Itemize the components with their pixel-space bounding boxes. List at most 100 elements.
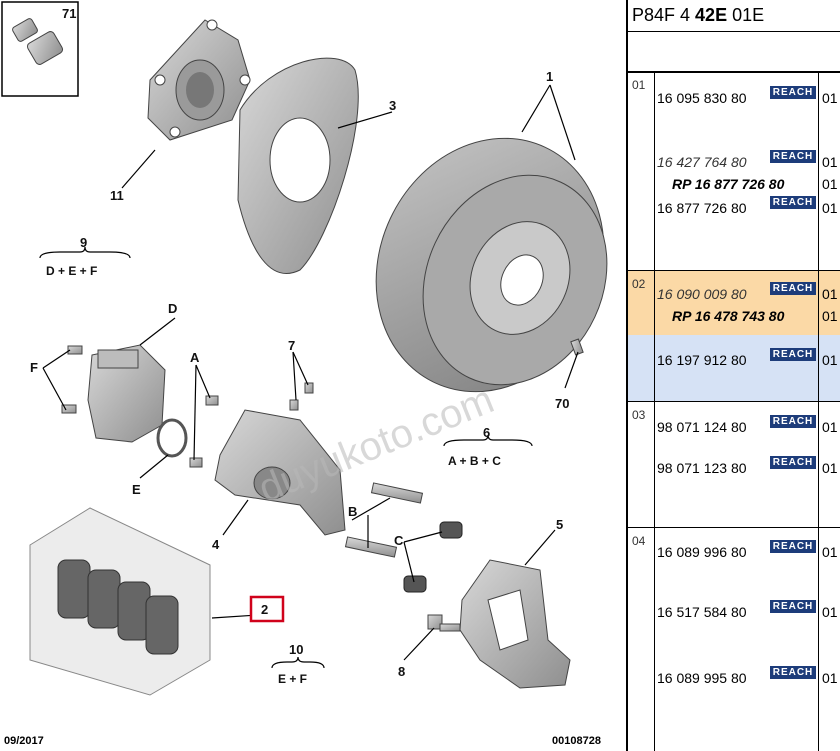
part-quantity: 01 [822,200,838,216]
part-quantity: 01 [822,308,838,324]
part-reference[interactable]: 16 427 764 80 [657,154,747,170]
part-11-hub-carrier[interactable] [147,19,251,141]
part-71-bolt[interactable] [1,1,79,97]
part-4-caliper[interactable] [214,409,346,536]
label-8: 8 [398,664,405,679]
reach-badge: REACH [770,150,816,163]
column-divider [818,402,819,527]
part-reference[interactable]: 16 197 912 80 [657,352,747,368]
part-quantity: 01 [822,670,838,686]
part-8-bolt[interactable] [427,614,461,632]
column-divider [818,271,819,401]
label-D: D [168,301,177,316]
group-braces [39,246,533,669]
column-divider [654,402,655,527]
part-reference[interactable]: 98 071 123 80 [657,460,747,476]
part-group-03: 03 98 071 124 80 REACH 01 98 071 123 80 REACH… [628,401,840,527]
label-9: 9 [80,235,87,250]
leader-lines [42,84,579,661]
row-highlight [628,335,840,401]
label-10: 10 [289,642,303,657]
label-3: 3 [389,98,396,113]
part-E-seal-ring[interactable] [156,418,188,458]
footer-ref: 00108728 [552,735,601,747]
part-F-screws[interactable] [61,345,83,414]
part-reference[interactable]: 16 089 996 80 [657,544,747,560]
group-number: 02 [632,277,646,291]
label-B: B [348,504,357,519]
group-6-members: A + B + C [448,454,501,468]
part-reference[interactable]: RP 16 478 743 80 [672,308,785,324]
label-70: 70 [555,396,569,411]
part-2-brake-pads[interactable] [29,507,211,696]
label-7: 7 [288,338,295,353]
label-71: 71 [62,6,76,21]
column-divider [654,271,655,401]
reach-badge: REACH [770,282,816,295]
part-quantity: 01 [822,176,838,192]
part-quantity: 01 [822,90,838,106]
exploded-parts-diagram: 71 1 3 11 9 D + E + F D F A 7 70 6 A + B… [1,1,626,696]
parts-list-panel: P84F 4 42E 01E 01 16 095 830 80 REACH 01 16 … [626,0,840,751]
column-divider [654,72,655,270]
label-C: C [394,533,404,548]
part-70-screw[interactable] [570,338,584,356]
label-2: 2 [261,602,268,617]
panel-header: P84F 4 42E 01E [628,0,840,32]
header-code-prefix: P84F 4 [632,5,696,25]
part-A-bolts[interactable] [189,395,219,468]
reach-badge: REACH [770,415,816,428]
part-quantity: 01 [822,604,838,620]
part-quantity: 01 [822,352,838,368]
part-reference[interactable]: 98 071 124 80 [657,419,747,435]
reach-badge: REACH [770,600,816,613]
part-D-caliper-body[interactable] [87,344,166,443]
label-2-box[interactable]: 2 [249,595,285,623]
part-group-02: 02 16 090 009 80 REACH 01 RP 16 478 743 80 01… [628,270,840,401]
reach-badge: REACH [770,196,816,209]
group-number: 04 [632,534,646,548]
header-code-suffix: 01E [727,5,765,25]
group-number: 03 [632,408,646,422]
part-quantity: 01 [822,460,838,476]
reach-badge: REACH [770,86,816,99]
part-reference[interactable]: 16 090 009 80 [657,286,747,302]
column-divider [818,72,819,270]
part-group-01: 01 16 095 830 80 REACH 01 16 427 764 80 REACH… [628,71,840,270]
group-10-members: E + F [278,672,307,686]
part-1-brake-disc[interactable] [335,101,626,430]
part-reference[interactable]: 16 517 584 80 [657,604,747,620]
part-5-caliper-bracket[interactable] [459,559,571,689]
reach-badge: REACH [770,456,816,469]
part-reference[interactable]: 16 089 995 80 [657,670,747,686]
column-divider [654,528,655,751]
part-reference[interactable]: RP 16 877 726 80 [672,176,785,192]
part-C-boots[interactable] [403,521,463,593]
part-7-bleed-screws[interactable] [289,382,314,411]
part-reference[interactable]: 16 095 830 80 [657,90,747,106]
part-group-04: 04 16 089 996 80 REACH 01 16 517 584 80 REACH… [628,527,840,751]
part-B-guide-pins[interactable] [344,482,424,558]
label-A: A [190,350,200,365]
label-6: 6 [483,425,490,440]
part-quantity: 01 [822,286,838,302]
label-1: 1 [546,69,553,84]
reach-badge: REACH [770,666,816,679]
label-11: 11 [110,188,124,203]
part-3-splash-shield[interactable] [237,57,359,274]
row-highlight [628,271,840,335]
group-9-members: D + E + F [46,264,97,278]
reach-badge: REACH [770,540,816,553]
footer-date: 09/2017 [4,735,44,747]
part-reference[interactable]: 16 877 726 80 [657,200,747,216]
reach-badge: REACH [770,348,816,361]
group-number: 01 [632,78,646,92]
part-quantity: 01 [822,419,838,435]
column-divider [818,528,819,751]
part-quantity: 01 [822,544,838,560]
panel-subheader [628,32,840,73]
header-code-bold: 42E [695,5,728,25]
part-quantity: 01 [822,154,838,170]
label-F: F [30,360,38,375]
label-4: 4 [212,537,220,552]
